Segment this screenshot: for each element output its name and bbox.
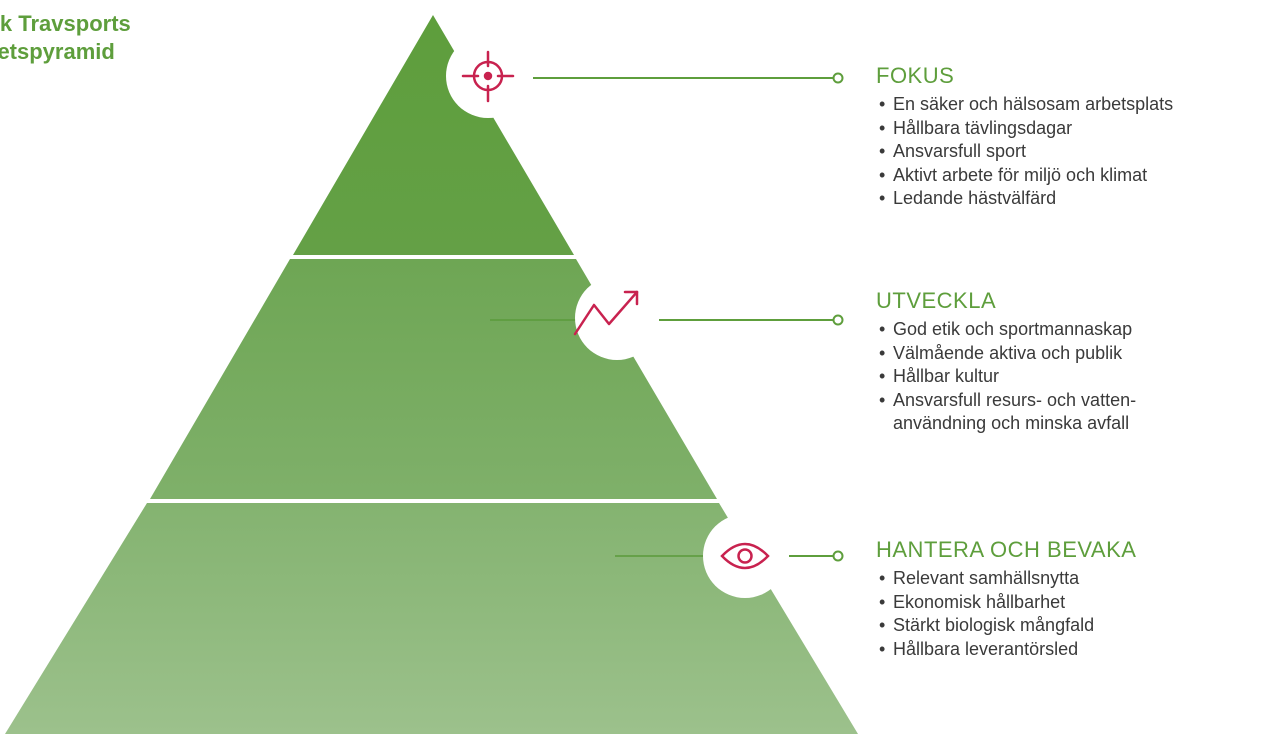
icon-badge-utveckla: [575, 276, 659, 360]
list-item: Ekonomisk hållbarhet: [876, 591, 1136, 615]
heading-utveckla: UTVECKLA: [876, 288, 997, 313]
list-item: Ledande hästvälfärd: [876, 187, 1173, 211]
list-item: God etik och sportmannaskap: [876, 318, 1136, 342]
target-icon: [461, 50, 515, 103]
connector-utveckla: [490, 314, 844, 326]
list-fokus: En säker och hälsosam arbetsplats Hållba…: [876, 93, 1173, 211]
list-item: Ansvarsfull sport: [876, 140, 1173, 164]
list-item: Aktivt arbete för miljö och klimat: [876, 164, 1173, 188]
list-item: Hållbara leverantörsled: [876, 638, 1136, 662]
list-item: Relevant samhällsnytta: [876, 567, 1136, 591]
diagram-title: ensk Travsports oritetspyramid: [0, 10, 131, 66]
icon-badge-hantera: [703, 514, 787, 598]
list-utveckla: God etik och sportmannaskap Välmående ak…: [876, 318, 1136, 436]
list-item: Hållbara tävlingsdagar: [876, 117, 1173, 141]
connector-fokus: [533, 72, 844, 84]
section-hantera-och-bevaka: HANTERA OCH BEVAKA Relevant samhällsnytt…: [876, 537, 1136, 661]
list-item: Välmående aktiva och publik: [876, 342, 1136, 366]
list-item: Ansvarsfull resurs- och vatten-: [876, 389, 1136, 413]
title-line-1: ensk Travsports: [0, 11, 131, 36]
eye-icon: [720, 542, 770, 570]
heading-fokus: FOKUS: [876, 63, 955, 88]
section-utveckla: UTVECKLA God etik och sportmannaskap Väl…: [876, 288, 1136, 436]
title-line-2: oritetspyramid: [0, 39, 115, 64]
list-item-continuation: användning och minska avfall: [893, 413, 1130, 433]
trend-up-icon: [573, 290, 639, 336]
heading-hantera-och-bevaka: HANTERA OCH BEVAKA: [876, 537, 1137, 562]
connector-hantera: [615, 550, 844, 562]
pyramid-tier-fokus: [293, 15, 574, 255]
pyramid-tier-hantera: [5, 503, 858, 734]
list-hantera-och-bevaka: Relevant samhällsnytta Ekonomisk hållbar…: [876, 567, 1136, 661]
list-item: En säker och hälsosam arbetsplats: [876, 93, 1173, 117]
list-item: Hållbar kultur: [876, 365, 1136, 389]
list-item: Stärkt biologisk mångfald: [876, 614, 1136, 638]
section-fokus: FOKUS En säker och hälsosam arbetsplats …: [876, 63, 1173, 211]
